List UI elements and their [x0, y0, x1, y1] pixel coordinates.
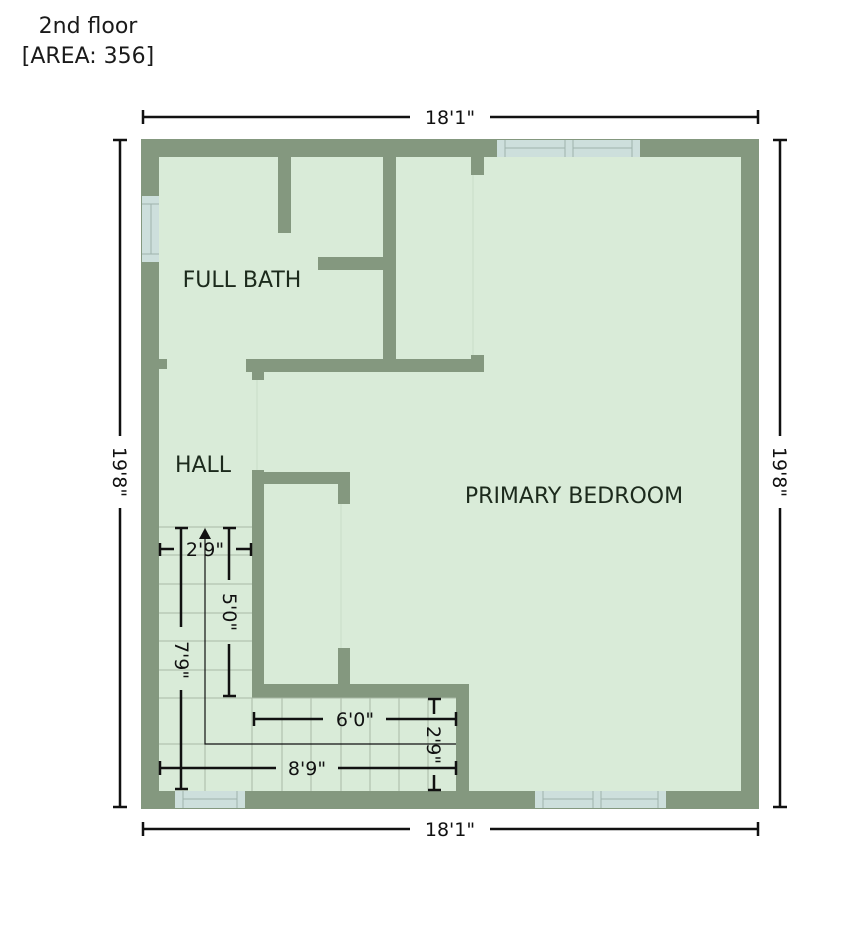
stair-direction-arrow — [199, 528, 456, 745]
stair-dim-landing-run-label: 6'0" — [336, 709, 374, 731]
dimension-bottom — [141, 822, 760, 836]
dimension-left-label: 19'8" — [108, 447, 130, 497]
window-bottom-left — [175, 791, 245, 808]
room-label-primary-bedroom: PRIMARY BEDROOM — [465, 484, 683, 509]
stair-dim-landing-width — [428, 697, 441, 792]
dimension-top-label: 18'1" — [425, 107, 475, 129]
stair-dim-total-vertical-label: 7'9" — [170, 641, 192, 679]
dimension-right — [773, 138, 787, 809]
stair-dim-total-horizontal — [158, 761, 458, 775]
area-label: [AREA: 356] — [21, 44, 155, 69]
interior-walls — [159, 157, 484, 791]
door-openings — [256, 175, 474, 648]
stair-dim-width-top — [158, 543, 253, 556]
dimension-top — [141, 110, 760, 124]
stair-dim-landing-width-label: 2'9" — [422, 726, 444, 764]
stair-dim-run-vertical-label: 5'0" — [218, 593, 240, 631]
dimension-left — [113, 138, 127, 809]
floor-title: 2nd floor — [38, 14, 138, 39]
window-top — [497, 140, 640, 157]
stair-dim-run-vertical — [223, 526, 236, 698]
stair-dim-total-horizontal-label: 8'9" — [288, 758, 326, 780]
room-label-hall: HALL — [175, 453, 232, 478]
stair-dim-total-vertical — [175, 526, 188, 791]
stair-dim-width-top-label: 2'9" — [186, 539, 224, 561]
window-left — [142, 196, 159, 262]
window-bottom-right — [535, 791, 666, 808]
dimension-right-label: 19'8" — [768, 447, 790, 497]
stair-dim-landing-run — [252, 712, 458, 726]
dimension-bottom-label: 18'1" — [425, 819, 475, 841]
room-label-full-bath: FULL BATH — [183, 268, 302, 293]
